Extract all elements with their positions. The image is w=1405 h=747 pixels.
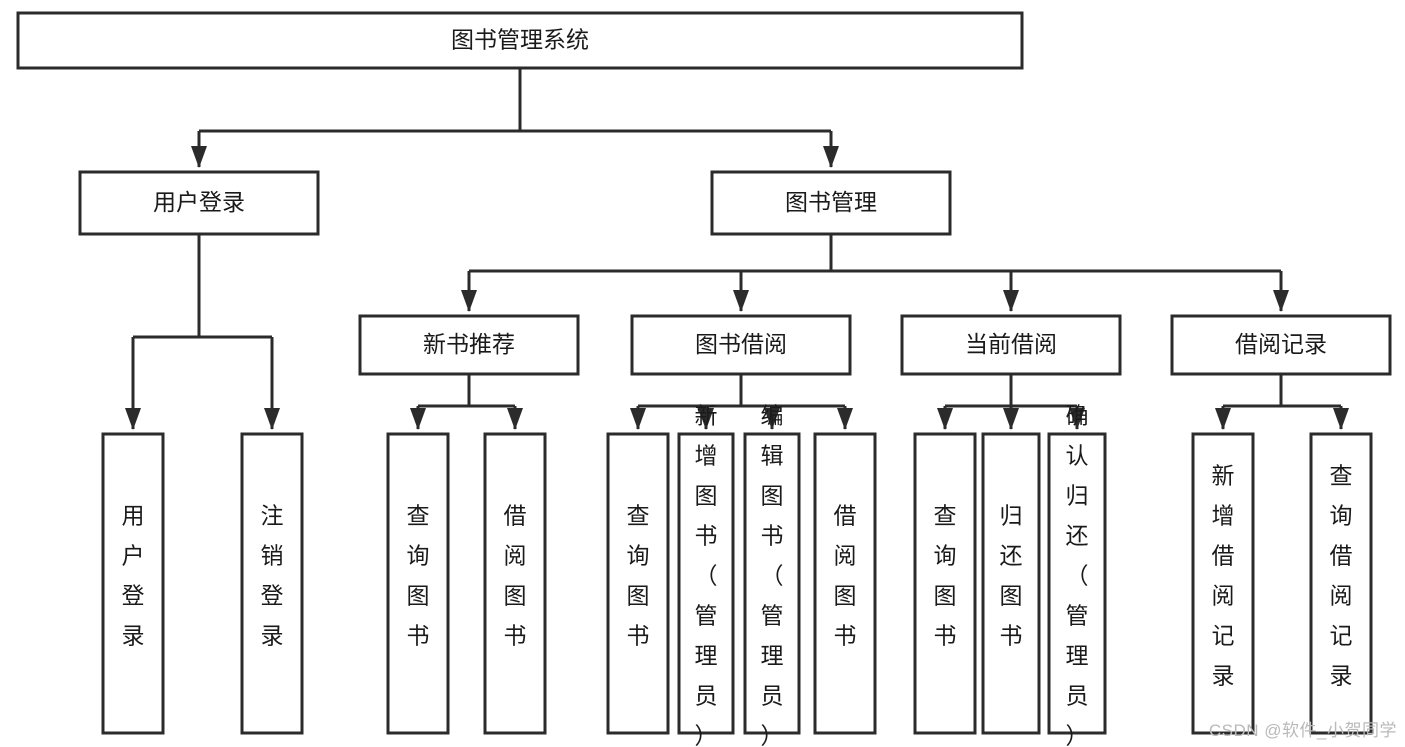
- node-box: [78, 170, 320, 236]
- node-box: [1309, 432, 1373, 735]
- node-leaf-return-book[interactable]: 归还图书: [981, 432, 1041, 735]
- node-box: [710, 170, 952, 236]
- node-leaf-query-book-recommend[interactable]: 查询图书: [386, 432, 450, 735]
- node-leaf-edit-book[interactable]: 编辑图书（管理员）: [743, 403, 801, 747]
- connector-book-borrow-to-leaves: [630, 374, 853, 430]
- node-leaf-logout[interactable]: 注销登录: [240, 432, 304, 735]
- node-box: [1191, 432, 1255, 735]
- connector-layer: [125, 68, 1349, 430]
- arrow-head-icon: [461, 290, 477, 312]
- node-leaf-add-book[interactable]: 新增图书（管理员）: [677, 403, 735, 747]
- node-label: 查询图书: [407, 503, 430, 649]
- arrow-head-icon: [764, 408, 780, 430]
- node-label: 用户登录: [122, 503, 145, 649]
- watermark-text: CSDN @软件_小贺同学: [1208, 721, 1397, 740]
- node-current-borrow[interactable]: 当前借阅: [900, 314, 1122, 376]
- connector-user-login-to-leaves: [125, 234, 280, 430]
- node-box: [743, 432, 801, 735]
- connector-new-book-recommend-to-leaves: [410, 374, 523, 430]
- node-label: 图书借阅: [695, 331, 787, 357]
- node-root[interactable]: 图书管理系统: [16, 11, 1024, 70]
- node-label: 图书管理: [785, 189, 877, 215]
- arrow-head-icon: [1003, 290, 1019, 312]
- arrow-head-icon: [733, 290, 749, 312]
- node-leaf-borrow-book-recommend[interactable]: 借阅图书: [483, 432, 547, 735]
- node-borrow-record[interactable]: 借阅记录: [1170, 314, 1392, 376]
- arrow-head-icon: [630, 408, 646, 430]
- node-label: 用户登录: [153, 189, 245, 215]
- node-label: 编辑图书（管理员）: [761, 403, 784, 747]
- node-label: 新增图书（管理员）: [695, 403, 718, 747]
- node-box: [630, 314, 852, 376]
- arrow-head-icon: [507, 408, 523, 430]
- node-box: [483, 432, 547, 735]
- node-user-login[interactable]: 用户登录: [78, 170, 320, 236]
- node-label: 借阅记录: [1235, 331, 1327, 357]
- node-label: 借阅图书: [834, 503, 857, 649]
- node-box: [813, 432, 877, 735]
- node-label: 图书管理系统: [451, 27, 589, 53]
- node-leaf-user-login[interactable]: 用户登录: [101, 432, 165, 735]
- node-label: 新增借阅记录: [1212, 463, 1235, 689]
- node-box: [1170, 314, 1392, 376]
- arrow-head-icon: [191, 146, 207, 168]
- node-box: [677, 432, 735, 735]
- node-book-management[interactable]: 图书管理: [710, 170, 952, 236]
- node-box: [240, 432, 304, 735]
- arrow-head-icon: [1273, 290, 1289, 312]
- node-layer: 图书管理系统用户登录图书管理新书推荐图书借阅当前借阅借阅记录用户登录注销登录查询…: [16, 11, 1392, 747]
- arrow-head-icon: [698, 408, 714, 430]
- arrow-head-icon: [823, 146, 839, 168]
- node-label: 新书推荐: [423, 331, 515, 357]
- arrow-head-icon: [125, 408, 141, 430]
- connector-borrow-record-to-leaves: [1215, 374, 1349, 430]
- node-box: [101, 432, 165, 735]
- node-label: 确认归还（管理员）: [1066, 403, 1089, 747]
- node-box: [358, 314, 580, 376]
- node-label: 归还图书: [1000, 503, 1023, 649]
- node-leaf-confirm-return[interactable]: 确认归还（管理员）: [1047, 403, 1107, 747]
- node-box: [386, 432, 450, 735]
- arrow-head-icon: [410, 408, 426, 430]
- node-leaf-query-borrow-record[interactable]: 查询借阅记录: [1309, 432, 1373, 735]
- connector-current-borrow-to-leaves: [937, 374, 1085, 430]
- node-label: 查询借阅记录: [1330, 463, 1353, 689]
- node-box: [981, 432, 1041, 735]
- arrow-head-icon: [1003, 408, 1019, 430]
- node-leaf-query-book-borrow[interactable]: 查询图书: [606, 432, 670, 735]
- arrow-head-icon: [937, 408, 953, 430]
- arrow-head-icon: [837, 408, 853, 430]
- node-label: 借阅图书: [504, 503, 527, 649]
- connector-root-to-level1: [191, 68, 839, 168]
- node-book-borrow[interactable]: 图书借阅: [630, 314, 852, 376]
- node-leaf-add-borrow-record[interactable]: 新增借阅记录: [1191, 432, 1255, 735]
- arrow-head-icon: [264, 408, 280, 430]
- node-leaf-borrow-book[interactable]: 借阅图书: [813, 432, 877, 735]
- node-label: 注销登录: [261, 503, 284, 649]
- node-box: [1047, 432, 1107, 735]
- node-label: 查询图书: [627, 503, 650, 649]
- arrow-head-icon: [1215, 408, 1231, 430]
- node-box: [606, 432, 670, 735]
- node-box: [16, 11, 1024, 70]
- arrow-head-icon: [1333, 408, 1349, 430]
- node-leaf-query-book-current[interactable]: 查询图书: [913, 432, 977, 735]
- arrow-head-icon: [1069, 408, 1085, 430]
- node-label: 查询图书: [934, 503, 957, 649]
- node-label: 当前借阅: [965, 331, 1057, 357]
- connector-book-management-to-level2: [461, 234, 1289, 312]
- node-box: [900, 314, 1122, 376]
- node-new-book-recommend[interactable]: 新书推荐: [358, 314, 580, 376]
- node-box: [913, 432, 977, 735]
